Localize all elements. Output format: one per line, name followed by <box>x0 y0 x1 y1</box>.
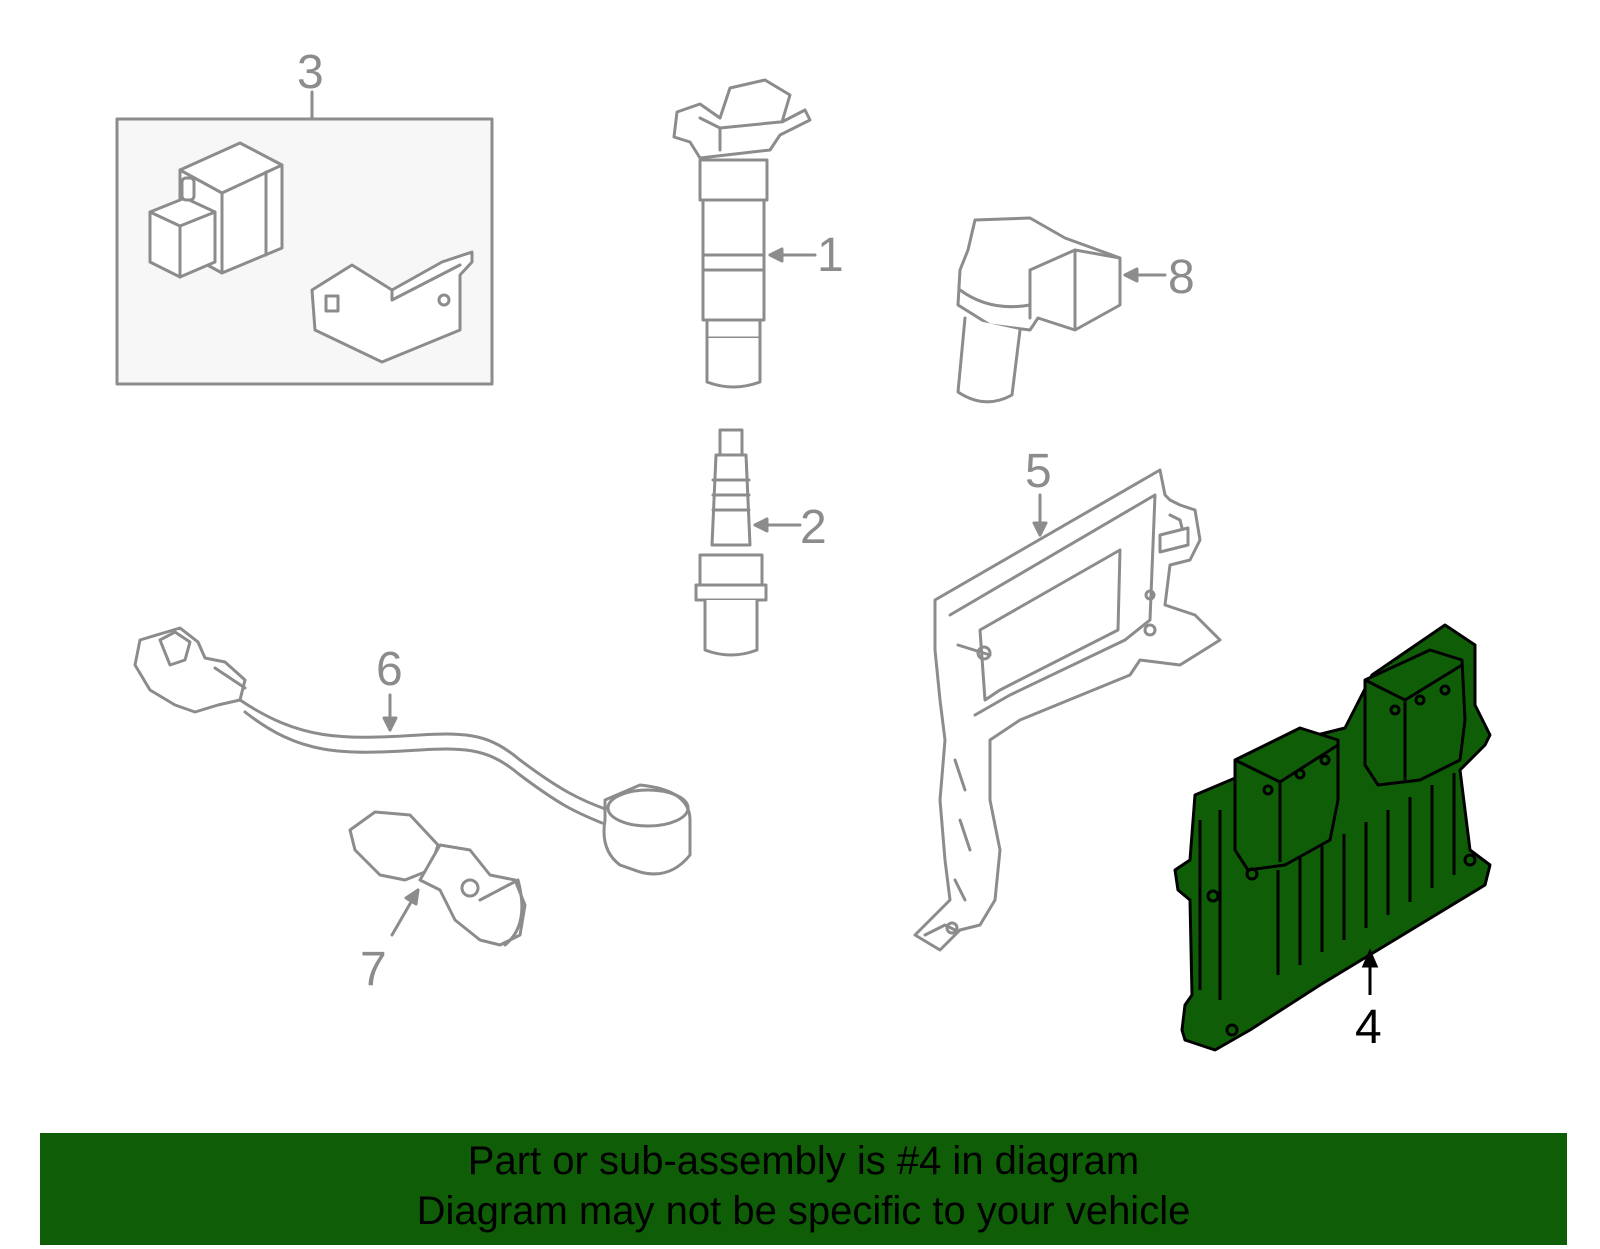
part-2-spark-plug[interactable] <box>694 428 802 657</box>
callout-4: 4 <box>1355 1001 1382 1054</box>
part-4-ecu-module[interactable] <box>1173 623 1492 1052</box>
callout-6: 6 <box>376 643 403 696</box>
part-4-arrow <box>1361 948 1379 995</box>
callout-2: 2 <box>800 501 827 554</box>
callout-3: 3 <box>297 46 324 99</box>
callout-1: 1 <box>817 229 844 282</box>
part-3-sensor-kit[interactable] <box>115 90 494 386</box>
banner-line-2: Diagram may not be specific to your vehi… <box>416 1189 1191 1233</box>
part-6-knock-sensor[interactable] <box>133 626 692 876</box>
callout-7: 7 <box>360 943 387 996</box>
part-7-crank-sensor[interactable] <box>348 810 527 947</box>
parts-diagram: 3 1 8 2 5 6 7 4 <box>115 46 1492 1054</box>
part-1-ignition-coil[interactable] <box>672 78 817 389</box>
part-5-ecu-bracket[interactable] <box>913 468 1222 952</box>
banner-line-1: Part or sub-assembly is #4 in diagram <box>467 1139 1140 1183</box>
callout-8: 8 <box>1168 251 1195 304</box>
callout-5: 5 <box>1025 445 1052 498</box>
info-banner: Part or sub-assembly is #4 in diagram Di… <box>40 1133 1567 1245</box>
part-8-position-sensor[interactable] <box>956 216 1167 404</box>
